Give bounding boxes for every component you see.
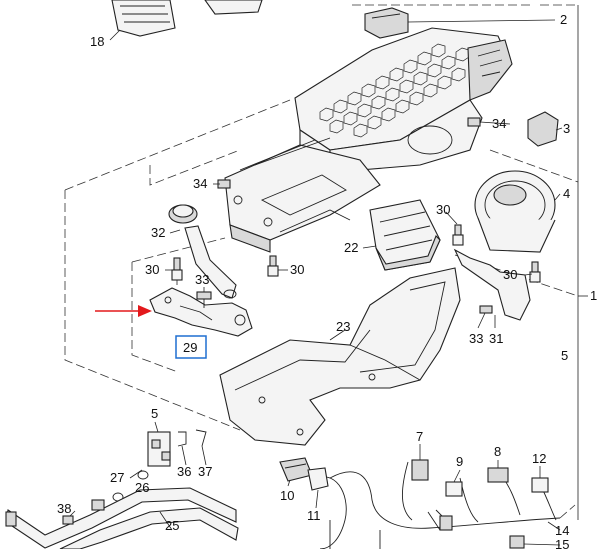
callout-7[interactable]: 7 [416, 429, 423, 444]
callout-29[interactable]: 29 [183, 340, 197, 355]
callout-15[interactable]: 15 [555, 537, 569, 549]
callout-1[interactable]: 1 [590, 288, 597, 303]
connector-11 [307, 467, 329, 491]
part-31-bracket [453, 248, 531, 321]
part-3-actuator [527, 111, 559, 147]
callout-14[interactable]: 14 [555, 523, 569, 538]
connector-8 [487, 467, 509, 483]
part-23-floor-duct [219, 267, 461, 446]
bolt-38 [62, 515, 74, 525]
callout-12[interactable]: 12 [532, 451, 546, 466]
highlight-box-29 [175, 335, 207, 359]
callout-2[interactable]: 2 [560, 12, 567, 27]
callout-3[interactable]: 3 [563, 121, 570, 136]
filter-housing [294, 27, 513, 171]
sensor-30-left [171, 257, 183, 285]
callout-34-right[interactable]: 34 [492, 116, 506, 131]
callout-32[interactable]: 32 [151, 225, 165, 240]
part-36-37-clips [177, 429, 207, 447]
callout-23[interactable]: 23 [336, 319, 350, 334]
callout-8[interactable]: 8 [494, 444, 501, 459]
connector-15 [509, 535, 525, 549]
part-25-pipes [5, 487, 239, 549]
callout-22[interactable]: 22 [344, 240, 358, 255]
sensor-30-center [267, 255, 279, 277]
part-22-duct [369, 199, 441, 271]
connector-12 [531, 477, 549, 493]
connector-9 [427, 481, 463, 531]
callout-33-left[interactable]: 33 [195, 272, 209, 287]
sensor-30-right-bottom [529, 261, 541, 283]
callout-11[interactable]: 11 [307, 508, 321, 523]
highlight-arrow [95, 305, 152, 317]
part-29-bracket [149, 287, 253, 337]
callout-30-left[interactable]: 30 [145, 262, 159, 277]
callout-34-left[interactable]: 34 [193, 176, 207, 191]
wiring-harness [314, 461, 561, 549]
assembly-boundary [64, 4, 588, 520]
leader-lines [69, 19, 563, 546]
callout-30-right-top[interactable]: 30 [436, 202, 450, 217]
sensor-30-right-top [452, 224, 464, 246]
callout-9[interactable]: 9 [456, 454, 463, 469]
hexagon-mesh [319, 43, 470, 138]
callout-27[interactable]: 27 [110, 470, 124, 485]
connector-7 [411, 459, 429, 481]
callout-10[interactable]: 10 [280, 488, 294, 503]
callout-33-right[interactable]: 33 [469, 331, 483, 346]
bolt-33-right [479, 305, 493, 314]
callout-37[interactable]: 37 [198, 464, 212, 479]
callout-5-right[interactable]: 5 [561, 348, 568, 363]
callout-4[interactable]: 4 [563, 186, 570, 201]
part-32-drain-hose [168, 204, 237, 299]
callout-30-right-bottom[interactable]: 30 [503, 267, 517, 282]
heater-box [224, 137, 381, 253]
part-2-cap [364, 7, 409, 39]
part-5-valve [147, 431, 171, 467]
part-18-cover [111, 0, 263, 37]
connector-10 [279, 457, 313, 482]
part-4-blower [474, 170, 556, 253]
callout-5-left[interactable]: 5 [151, 406, 158, 421]
callout-36[interactable]: 36 [177, 464, 191, 479]
callout-38[interactable]: 38 [57, 501, 71, 516]
callout-25[interactable]: 25 [165, 518, 179, 533]
callout-31[interactable]: 31 [489, 331, 503, 346]
callout-labels: 18 2 3 34 34 4 32 30 30 30 30 33 22 29 2… [57, 12, 597, 549]
callout-26[interactable]: 26 [135, 480, 149, 495]
callout-30-center[interactable]: 30 [290, 262, 304, 277]
callout-18[interactable]: 18 [90, 34, 104, 49]
bolt-34-right [467, 117, 481, 127]
